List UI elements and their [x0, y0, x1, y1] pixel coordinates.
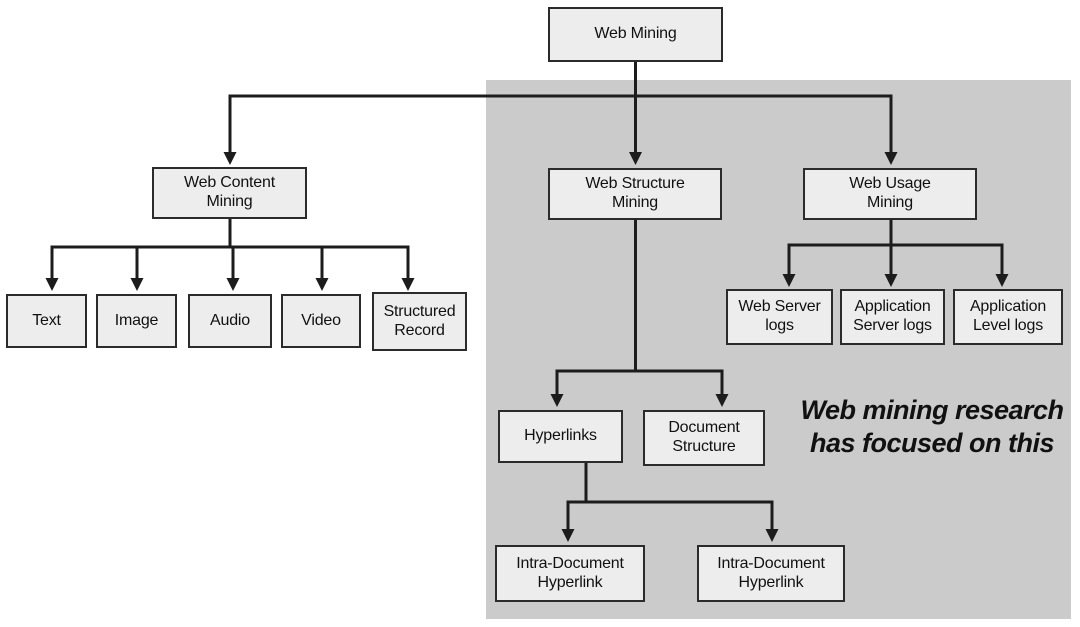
node-application-server-logs: Application Server logs	[840, 289, 945, 345]
node-structured-record: Structured Record	[372, 292, 467, 351]
node-web-server-logs: Web Server logs	[726, 289, 833, 345]
node-hyperlinks: Hyperlinks	[498, 410, 623, 463]
highlighted-research-region	[486, 80, 1071, 619]
node-document-structure: Document Structure	[643, 410, 765, 466]
node-intra-document-hyperlink-left: Intra-Document Hyperlink	[495, 545, 645, 602]
node-image: Image	[96, 294, 177, 348]
annotation-text: Web mining research has focused on this	[800, 395, 1064, 458]
node-audio: Audio	[188, 294, 272, 348]
node-text: Text	[6, 294, 87, 348]
node-web-structure-mining: Web Structure Mining	[548, 168, 722, 220]
node-web-content-mining: Web Content Mining	[152, 167, 307, 219]
node-web-mining: Web Mining	[548, 7, 723, 62]
connector-content-children	[45, 217, 415, 291]
node-web-usage-mining: Web Usage Mining	[803, 168, 977, 220]
node-intra-document-hyperlink-right: Intra-Document Hyperlink	[697, 545, 845, 602]
node-application-level-logs: Application Level logs	[953, 289, 1063, 345]
node-video: Video	[281, 294, 361, 348]
